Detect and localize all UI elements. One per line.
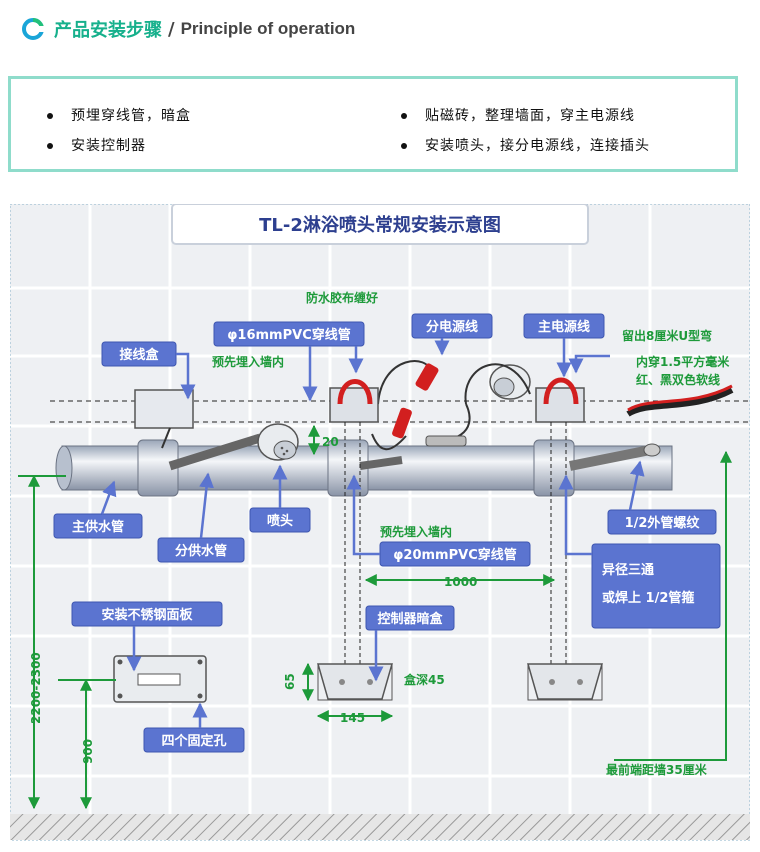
dim-145: 145: [340, 711, 365, 725]
step-item: 安装喷头，接分电源线，连接插头: [401, 135, 650, 155]
shower-head-icon: [257, 423, 299, 461]
svg-text:或焊上 1/2管箍: 或焊上 1/2管箍: [602, 590, 694, 606]
dim-2200: 2200-2300: [29, 652, 43, 724]
label-fixing-holes: 四个固定孔: [143, 727, 245, 753]
label-main-pipe: 主供水管: [53, 513, 143, 539]
pipe-fitting: [533, 439, 575, 497]
dim-20: 20: [322, 435, 339, 449]
section-title-zh: 产品安装步骤: [54, 20, 162, 41]
svg-text:φ16mmPVC穿线管: φ16mmPVC穿线管: [227, 327, 350, 343]
svg-text:分供水管: 分供水管: [175, 543, 227, 559]
label-pvc20: φ20mmPVC穿线管: [379, 541, 531, 567]
step-item: 预埋穿线管，暗盒: [47, 105, 191, 125]
step-item: 贴磁砖，整理墙面，穿主电源线: [401, 105, 635, 125]
dim-900: 900: [81, 739, 95, 764]
controller-box: [317, 663, 393, 701]
svg-text:异径三通: 异径三通: [602, 562, 654, 578]
floor: [10, 814, 750, 840]
note-box-depth: 盒深45: [403, 672, 445, 687]
bullet-dot: [47, 143, 53, 149]
label-nozzle: 喷头: [249, 507, 311, 533]
svg-text:φ20mmPVC穿线管: φ20mmPVC穿线管: [393, 547, 516, 563]
note-wall-distance: 最前端距墙35厘米: [606, 762, 708, 777]
label-reducer-tee: 异径三通 或焊上 1/2管箍: [591, 543, 721, 629]
installation-diagram: TL-2淋浴喷头常规安装示意图: [10, 204, 750, 841]
step-item: 安装控制器: [47, 135, 146, 155]
bullet-dot: [401, 143, 407, 149]
label-outer-thread: 1/2外管螺纹: [607, 509, 717, 535]
svg-text:1/2外管螺纹: 1/2外管螺纹: [625, 515, 701, 531]
bullet-dot: [47, 113, 53, 119]
label-panel: 安装不锈钢面板: [71, 601, 223, 627]
section-header: 产品安装步骤 / Principle of operation: [22, 14, 355, 44]
red-black-wire: [626, 387, 734, 417]
svg-text:安装不锈钢面板: 安装不锈钢面板: [101, 607, 193, 623]
dim-65: 65: [283, 673, 297, 690]
svg-text:四个固定孔: 四个固定孔: [161, 733, 226, 749]
svg-text:主供水管: 主供水管: [72, 519, 124, 535]
controller-box: [527, 663, 603, 701]
section-title-en: Principle of operation: [180, 19, 356, 38]
plug-icon: [392, 407, 412, 439]
dim-1000: 1000: [444, 575, 477, 589]
svg-text:接线盒: 接线盒: [119, 347, 159, 363]
note-pvc16: 预先埋入墙内: [212, 354, 284, 369]
svg-text:主电源线: 主电源线: [538, 319, 590, 335]
svg-text:控制器暗盒: 控制器暗盒: [377, 611, 443, 627]
svg-text:分电源线: 分电源线: [426, 319, 478, 335]
label-controller-box: 控制器暗盒: [365, 605, 455, 631]
label-main-power: 主电源线: [523, 313, 605, 339]
title-separator: /: [168, 18, 175, 40]
install-steps-box: 预埋穿线管，暗盒 安装控制器 贴磁砖，整理墙面，穿主电源线 安装喷头，接分电源线…: [8, 76, 738, 172]
note-red-black: 红、黑双色软线: [636, 372, 720, 387]
note-pvc20: 预先埋入墙内: [380, 524, 452, 539]
label-pvc16: φ16mmPVC穿线管: [213, 321, 365, 347]
bullet-dot: [401, 113, 407, 119]
label-branch-pipe: 分供水管: [157, 537, 245, 563]
diagram-title: TL-2淋浴喷头常规安装示意图: [259, 214, 501, 236]
shower-head-icon: [489, 364, 531, 400]
label-junction-box: 接线盒: [101, 341, 177, 367]
tile-wall: [10, 204, 750, 814]
logo-icon: [22, 18, 44, 40]
diagram-title-box: [171, 204, 589, 245]
threaded-outlet: [569, 445, 651, 471]
junction-box: [134, 389, 194, 429]
plug-icon: [415, 363, 439, 391]
label-branch-power: 分电源线: [411, 313, 493, 339]
svg-text:喷头: 喷头: [267, 513, 293, 529]
note-inner-wire: 内穿1.5平方毫米: [636, 354, 730, 369]
note-u-bend: 留出8厘米U型弯: [622, 328, 712, 343]
note-waterproof: 防水胶布缠好: [306, 290, 378, 305]
